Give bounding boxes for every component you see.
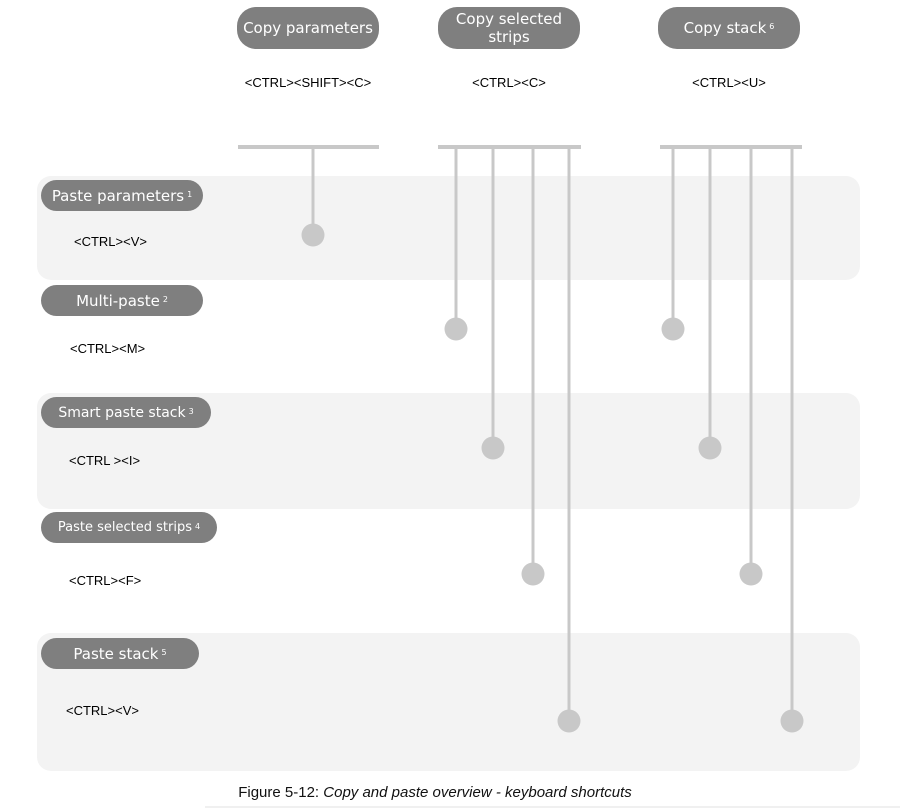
smart-paste-stack-shortcut: <CTRL ><I>: [69, 453, 141, 468]
copy-stack-label: Copy stack: [683, 19, 767, 37]
paste-stack-footnote: 5: [161, 647, 167, 657]
connector-lines: [238, 145, 804, 733]
connector-node-1-2: [481, 436, 505, 460]
paste-parameters-label: Paste parameters: [51, 186, 185, 205]
connector-node-2-2: [698, 436, 722, 460]
connector-node-2-1: [661, 317, 685, 341]
multi-paste-label: Multi-paste: [76, 291, 160, 310]
copy-selected-strips-shortcut: <CTRL><C>: [472, 75, 546, 90]
caption-prefix: Figure 5-12:: [238, 784, 324, 801]
figure-caption: Figure 5-12: Copy and paste overview - k…: [0, 784, 870, 801]
paste-selected-strips-label: Paste selected strips: [57, 519, 192, 535]
copy-stack-shortcut: <CTRL><U>: [692, 75, 766, 90]
paste-selected-strips-shortcut: <CTRL><F>: [69, 573, 142, 588]
copy-parameters-shortcut: <CTRL><SHIFT><C>: [244, 75, 372, 90]
copy-stack-footnote: 6: [769, 22, 775, 31]
copy-selected-strips-pill: Copy selected strips: [438, 7, 580, 49]
multi-paste-footnote: 2: [162, 294, 168, 304]
paste-parameters-shortcut: <CTRL><V>: [74, 234, 147, 249]
paste-parameters-footnote: 1: [187, 189, 193, 199]
multi-paste-shortcut: <CTRL><M>: [70, 341, 146, 356]
copy-selected-strips-label: Copy selected strips: [455, 10, 563, 46]
paste-stack-label: Paste stack: [73, 644, 159, 663]
smart-paste-stack-label: Smart paste stack: [58, 404, 186, 421]
connector-node-0-0: [301, 223, 325, 247]
paste-stack-shortcut: <CTRL><V>: [66, 703, 139, 718]
connector-node-2-4: [780, 709, 804, 733]
copy-parameters-pill: Copy parameters: [237, 7, 379, 49]
connector-node-1-3: [521, 562, 545, 586]
page-divider: [205, 806, 900, 808]
connector-node-1-1: [444, 317, 468, 341]
caption-title: Copy and paste overview - keyboard short…: [323, 784, 632, 801]
copy-parameters-label: Copy parameters: [243, 19, 373, 37]
paste-selected-strips-footnote: 4: [195, 521, 201, 531]
smart-paste-stack-footnote: 3: [188, 406, 194, 416]
connector-node-2-3: [739, 562, 763, 586]
connector-node-1-4: [557, 709, 581, 733]
